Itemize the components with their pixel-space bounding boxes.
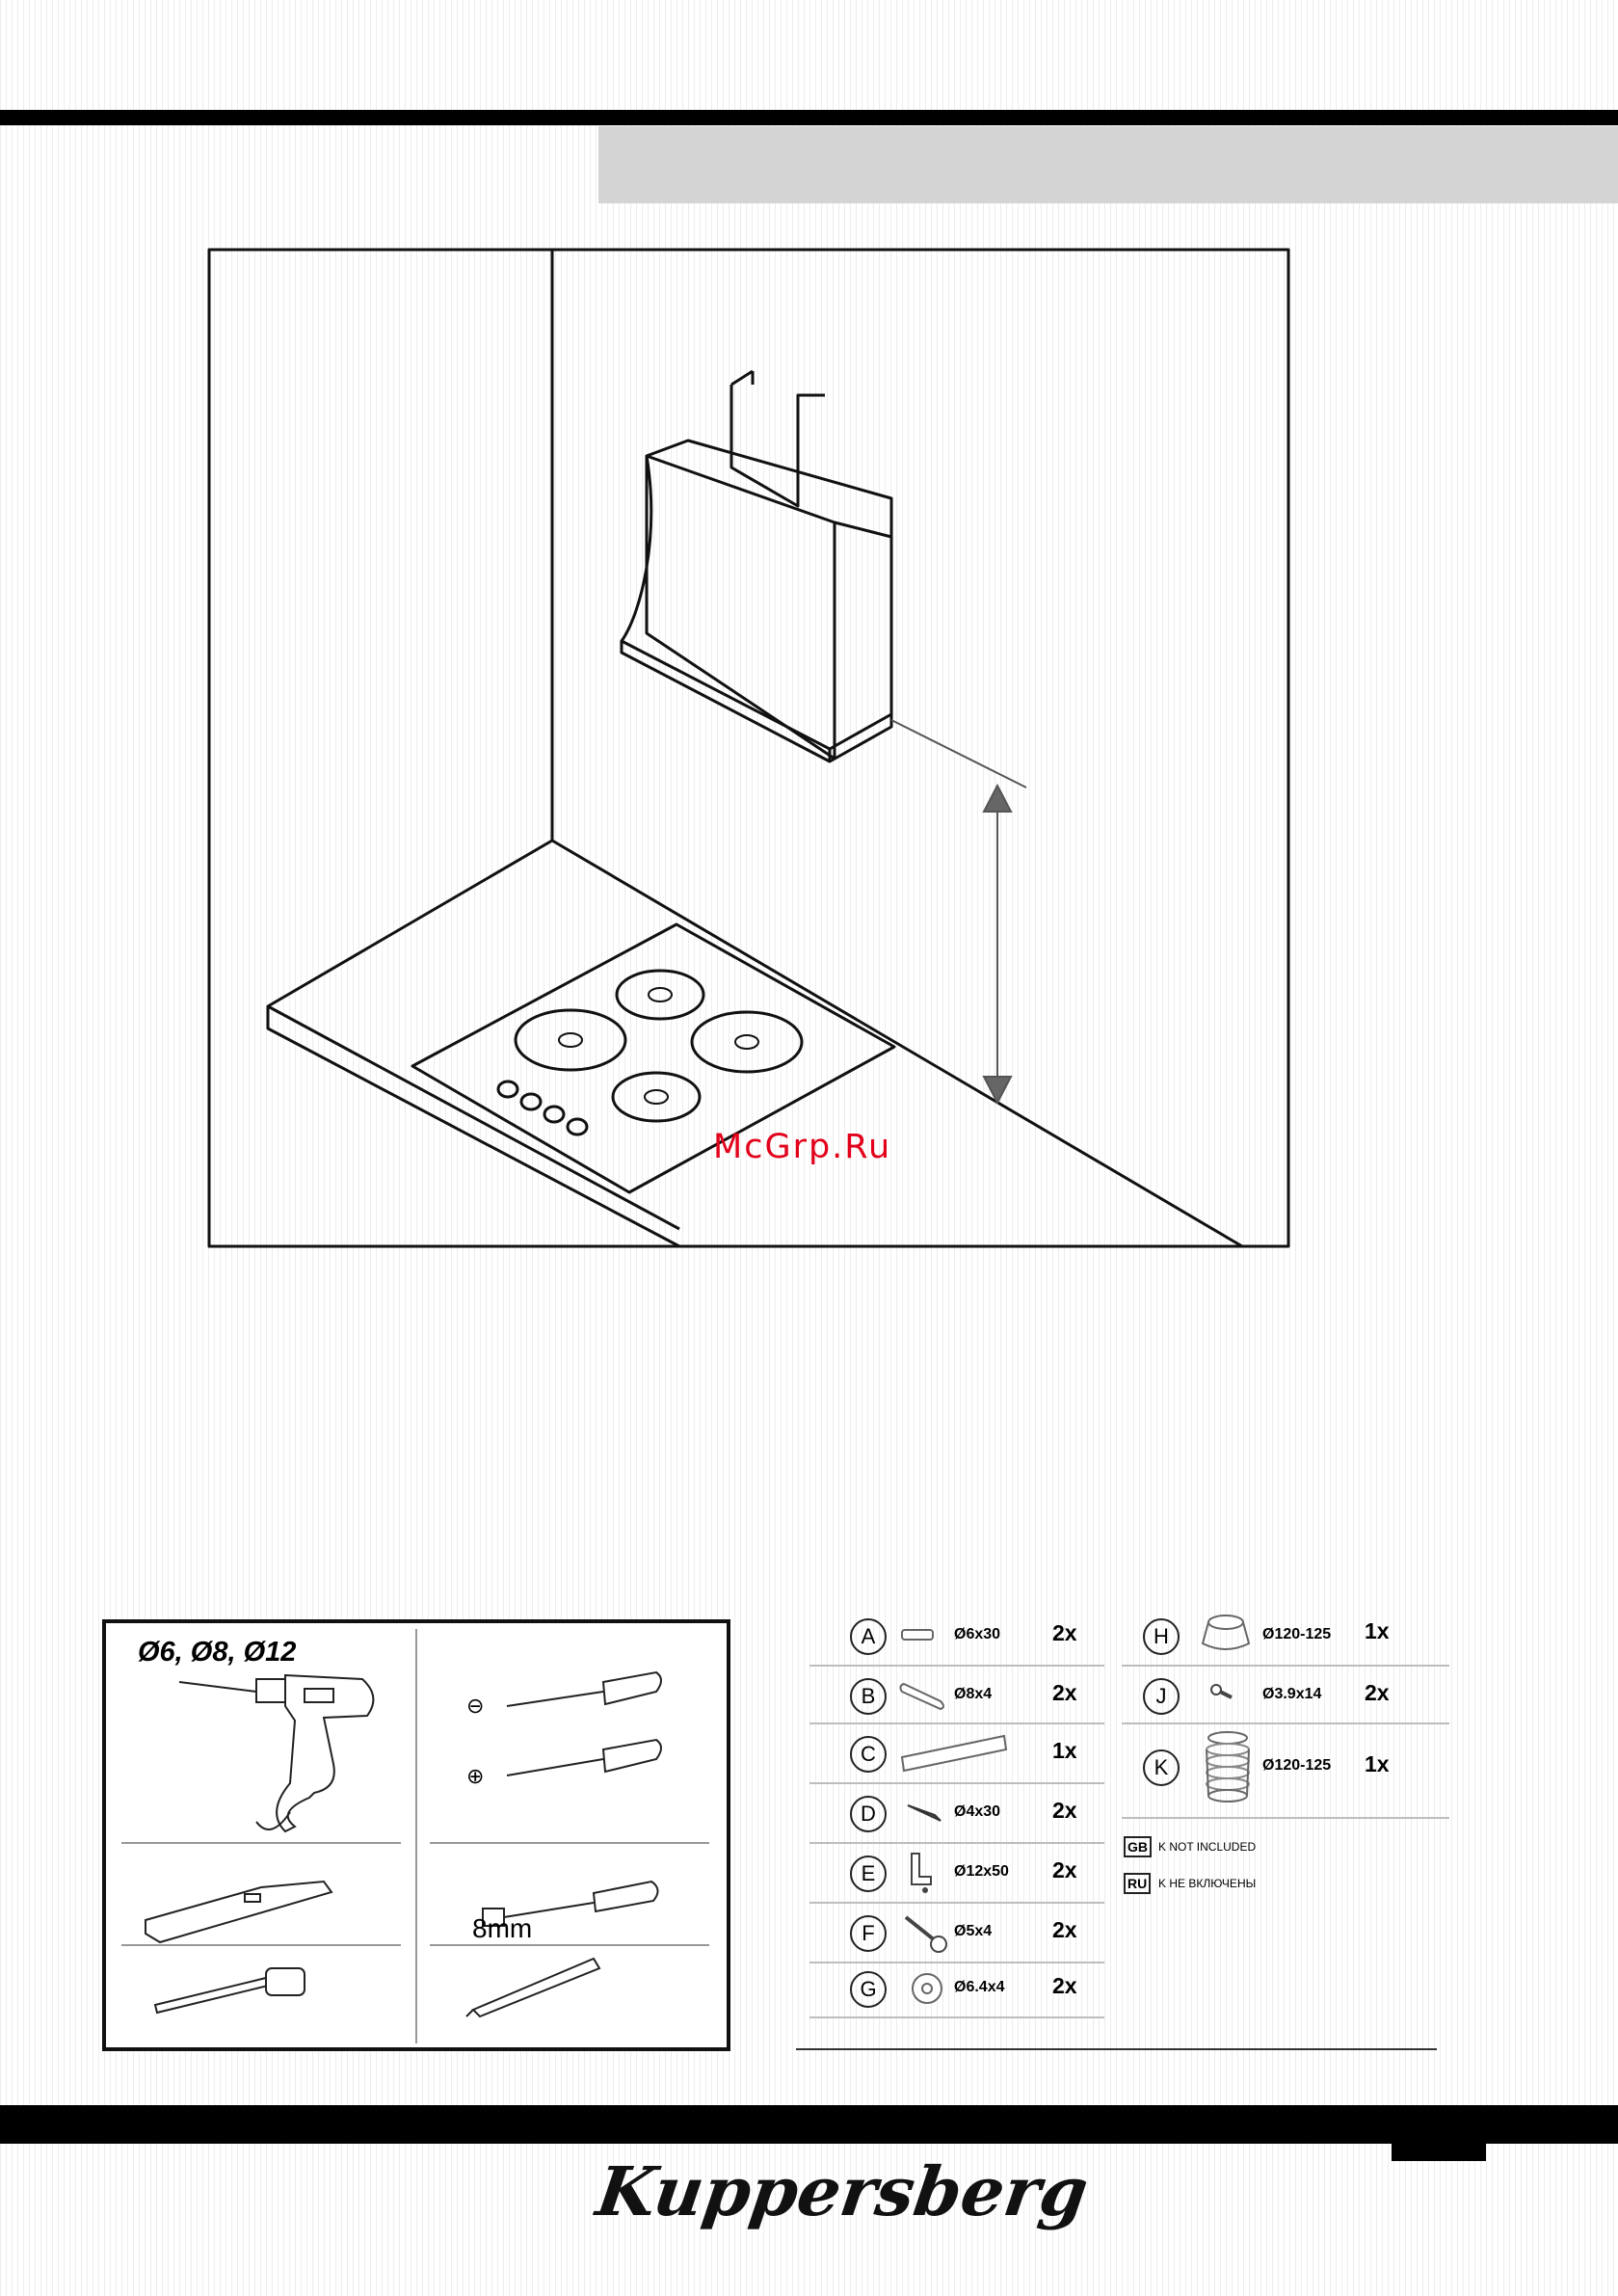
part-letter: J xyxy=(1143,1678,1180,1715)
part-letter: H xyxy=(1143,1618,1180,1655)
plus-symbol: ⊕ xyxy=(466,1764,484,1789)
burner-right xyxy=(692,1012,802,1072)
burner-left xyxy=(516,1010,625,1070)
part-qty: 1x xyxy=(1052,1738,1077,1764)
part-row-d: D Ø4x30 2x xyxy=(809,1784,1104,1841)
tools-grid xyxy=(102,1619,730,2051)
watermark: McGrp.Ru xyxy=(713,1128,891,1166)
part-qty: 2x xyxy=(1052,1917,1077,1943)
part-row-e: E Ø12x50 2x xyxy=(809,1844,1104,1901)
part-qty: 2x xyxy=(1052,1857,1077,1883)
phillips-screwdriver-icon xyxy=(507,1740,661,1775)
dowel-icon xyxy=(898,1676,950,1713)
brand-logo: Kuppersberg xyxy=(597,2151,1021,2248)
bolt-icon xyxy=(902,1911,950,1954)
part-qty: 2x xyxy=(1052,1680,1077,1706)
part-letter: C xyxy=(850,1736,887,1773)
hob-knobs xyxy=(498,1081,587,1135)
brand-name: Kuppersberg xyxy=(592,2151,1027,2231)
part-qty: 1x xyxy=(1365,1751,1390,1777)
part-size: Ø6.4x4 xyxy=(954,1979,1004,1996)
drill-bits-label: Ø6, Ø8, Ø12 xyxy=(138,1637,296,1669)
bracket-icon xyxy=(898,1730,1014,1775)
note-text-ru: K НЕ ВКЛЮЧЕНЫ xyxy=(1158,1877,1256,1890)
drill-icon xyxy=(179,1675,373,1831)
nut-driver-size: 8mm xyxy=(472,1913,532,1944)
spirit-level-icon xyxy=(146,1882,332,1942)
part-row-g: G Ø6.4x4 2x xyxy=(809,1963,1104,2020)
part-qty: 2x xyxy=(1052,1798,1077,1824)
part-size: Ø5x4 xyxy=(954,1923,992,1940)
page-number-tab xyxy=(1392,2142,1486,2161)
anchor-bolt-icon xyxy=(904,1848,942,1896)
part-size: Ø12x50 xyxy=(954,1863,1009,1881)
part-qty: 2x xyxy=(1365,1680,1390,1706)
illustration-frame xyxy=(209,250,1288,1246)
small-screw-icon xyxy=(1208,1680,1241,1709)
parts-list: A Ø6x30 2x B Ø8x4 2x C 1x D Ø4x30 2x E Ø… xyxy=(790,1605,1465,2063)
footer-band xyxy=(0,2105,1618,2144)
duct-adapter-icon xyxy=(1199,1611,1253,1655)
part-letter: A xyxy=(850,1618,887,1655)
part-qty: 2x xyxy=(1052,1973,1077,1999)
burner-top xyxy=(617,971,703,1019)
part-row-f: F Ø5x4 2x xyxy=(809,1904,1104,1961)
washer-icon xyxy=(908,1969,946,2008)
part-qty: 1x xyxy=(1365,1618,1390,1644)
part-size: Ø6x30 xyxy=(954,1626,1000,1643)
installation-illustration xyxy=(207,248,1290,1248)
part-row-j: J Ø3.9x14 2x xyxy=(1122,1667,1449,1723)
part-letter: F xyxy=(850,1915,887,1952)
note-code-ru: RU xyxy=(1124,1873,1151,1894)
part-size: Ø120-125 xyxy=(1262,1626,1331,1643)
part-qty: 2x xyxy=(1052,1620,1077,1646)
minus-symbol: ⊖ xyxy=(466,1694,484,1719)
tape-measure-icon xyxy=(155,1968,305,2013)
part-letter: K xyxy=(1143,1749,1180,1786)
pencil-icon xyxy=(466,1959,599,2016)
note-code-gb: GB xyxy=(1124,1836,1152,1857)
part-row-a: A Ø6x30 2x xyxy=(809,1607,1104,1664)
burner-front xyxy=(613,1073,700,1121)
part-row-c: C 1x xyxy=(809,1724,1104,1781)
hood-chimney xyxy=(731,371,825,506)
wall-plug-icon xyxy=(898,1622,937,1647)
part-letter: E xyxy=(850,1855,887,1892)
flat-screwdriver-icon xyxy=(507,1672,661,1706)
note-text-gb: K NOT INCLUDED xyxy=(1158,1840,1256,1854)
flexible-duct-icon xyxy=(1199,1728,1257,1815)
part-letter: D xyxy=(850,1796,887,1832)
part-size: Ø8x4 xyxy=(954,1686,992,1703)
height-dimension-arrow xyxy=(891,720,1026,1103)
tools-panel: Ø6, Ø8, Ø12 ⊖ ⊕ 8mm xyxy=(102,1619,730,2051)
screw-icon xyxy=(906,1800,944,1825)
hood-body xyxy=(647,456,835,759)
part-row-k: K Ø120-125 1x xyxy=(1122,1724,1449,1840)
part-row-b: B Ø8x4 2x xyxy=(809,1667,1104,1723)
part-letter: B xyxy=(850,1678,887,1715)
part-letter: G xyxy=(850,1971,887,2008)
header-band xyxy=(0,110,1618,125)
part-size: Ø3.9x14 xyxy=(1262,1686,1321,1703)
part-size: Ø4x30 xyxy=(954,1803,1000,1821)
header-title-box xyxy=(598,126,1618,203)
part-row-h: H Ø120-125 1x xyxy=(1122,1607,1449,1664)
countertop xyxy=(268,841,1242,1246)
part-size: Ø120-125 xyxy=(1262,1757,1331,1775)
